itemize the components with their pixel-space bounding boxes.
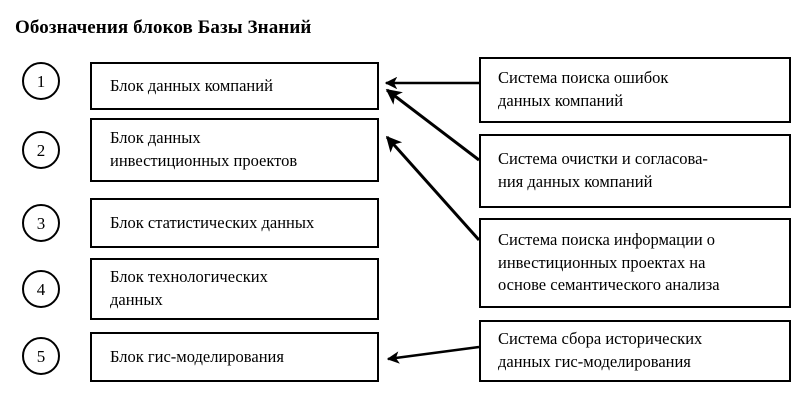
block-3-label: Блок статистических данных [110, 212, 315, 232]
block-1-label: Блок данных компаний [110, 75, 273, 95]
block-4-box[interactable]: Блок технологических данных [90, 258, 379, 320]
system-1-label: Система поиска ошибок данных компаний [498, 68, 669, 110]
page-title: Обозначения блоков Базы Знаний [15, 17, 312, 38]
block-marker-5: 5 [22, 337, 60, 375]
block-marker-3: 3 [22, 204, 60, 242]
block-2-label: Блок данных инвестиционных проектов [110, 128, 298, 170]
system-4-label: Система сбора исторических данных гис-мо… [498, 329, 703, 371]
system-2-box[interactable]: Система очистки и согласова- ния данных … [479, 134, 791, 208]
arrow-system4-to-block5 [386, 345, 480, 364]
block-5-box[interactable]: Блок гис-моделирования [90, 332, 379, 382]
block-marker-2: 2 [22, 131, 60, 169]
arrow-system2-to-block1 [385, 88, 480, 162]
system-2-label: Система очистки и согласова- ния данных … [498, 149, 708, 191]
block-2-box[interactable]: Блок данных инвестиционных проектов [90, 118, 379, 182]
block-1-box[interactable]: Блок данных компаний [90, 62, 379, 110]
block-marker-4: 4 [22, 270, 60, 308]
block-3-box[interactable]: Блок статистических данных [90, 198, 379, 248]
system-3-label: Система поиска информации о инвестиционн… [498, 229, 720, 295]
system-1-box[interactable]: Система поиска ошибок данных компаний [479, 57, 791, 123]
system-3-box[interactable]: Система поиска информации о инвестиционн… [479, 218, 791, 308]
system-4-box[interactable]: Система сбора исторических данных гис-мо… [479, 320, 791, 382]
arrow-system3-to-block2 [385, 135, 481, 241]
block-marker-1: 1 [22, 62, 60, 100]
block-5-label: Блок гис-моделирования [110, 346, 284, 366]
block-4-label: Блок технологических данных [110, 267, 268, 309]
